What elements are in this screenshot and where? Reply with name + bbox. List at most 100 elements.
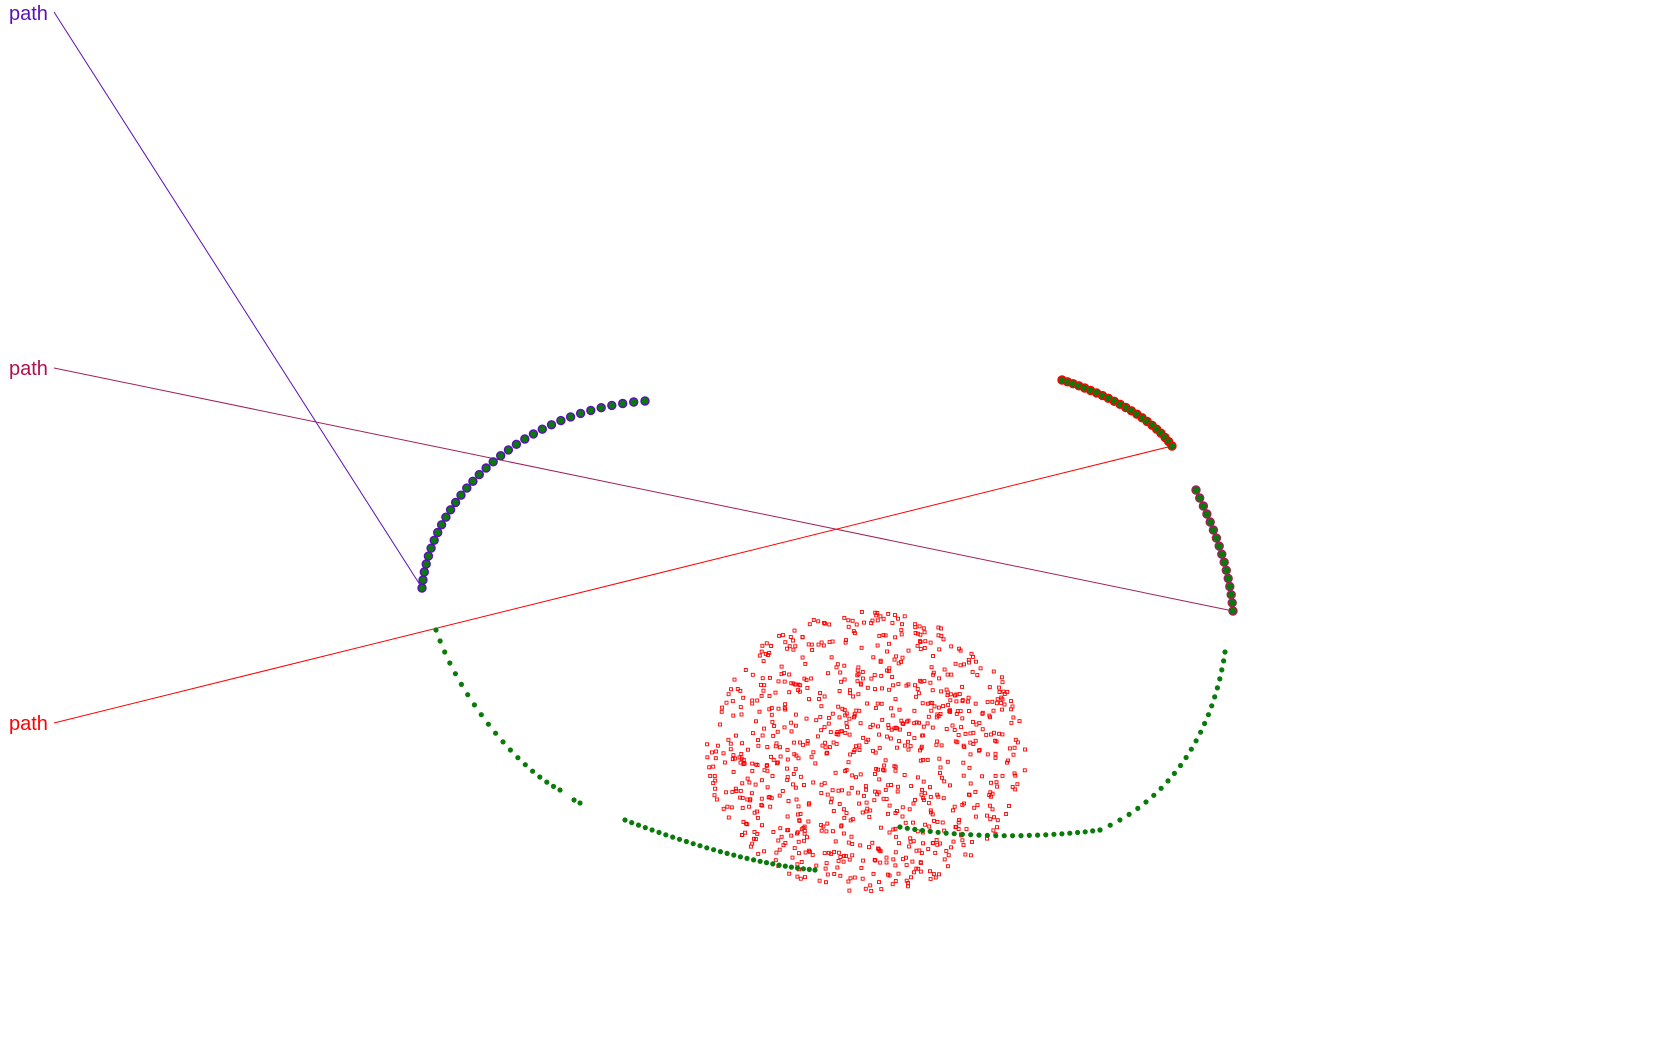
magenta-ring-arc[interactable] bbox=[1191, 485, 1238, 616]
ring-marker[interactable] bbox=[468, 476, 478, 486]
ring-marker[interactable] bbox=[445, 505, 456, 515]
ring-marker[interactable] bbox=[640, 396, 650, 406]
ring-marker[interactable] bbox=[629, 397, 639, 407]
cloud-point bbox=[807, 697, 811, 702]
cloud-point bbox=[795, 874, 800, 879]
ring-marker[interactable] bbox=[450, 497, 461, 508]
cloud-point bbox=[877, 848, 882, 853]
ring-marker[interactable] bbox=[565, 412, 576, 422]
cloud-point bbox=[822, 781, 827, 786]
green-dot bbox=[731, 852, 737, 858]
ring-marker[interactable] bbox=[418, 575, 428, 585]
ring-marker[interactable] bbox=[417, 583, 427, 593]
cloud-point bbox=[977, 748, 982, 752]
ring-marker[interactable] bbox=[511, 439, 522, 449]
ring-marker[interactable] bbox=[1191, 485, 1201, 495]
cloud-point bbox=[882, 763, 887, 768]
cloud-point bbox=[1012, 771, 1017, 776]
ring-marker[interactable] bbox=[528, 429, 539, 439]
purple-ring-arc[interactable] bbox=[417, 396, 650, 593]
ring-marker[interactable] bbox=[433, 527, 443, 538]
ring-marker[interactable] bbox=[1205, 517, 1215, 527]
ring-marker[interactable] bbox=[1223, 573, 1233, 584]
cloud-point bbox=[907, 807, 912, 812]
cloud-point bbox=[848, 818, 853, 823]
ring-marker[interactable] bbox=[1227, 598, 1237, 608]
cloud-point bbox=[927, 824, 932, 829]
ring-marker[interactable] bbox=[496, 451, 506, 461]
red-path-label[interactable]: path bbox=[9, 713, 48, 735]
cloud-point bbox=[795, 812, 800, 817]
cloud-point bbox=[933, 875, 938, 880]
ring-marker[interactable] bbox=[474, 469, 484, 480]
ring-marker[interactable] bbox=[488, 457, 498, 467]
ring-marker[interactable] bbox=[1221, 565, 1232, 575]
ring-marker[interactable] bbox=[481, 463, 491, 473]
ring-marker[interactable] bbox=[1219, 557, 1229, 567]
ring-marker[interactable] bbox=[429, 535, 439, 545]
ring-marker[interactable] bbox=[520, 434, 530, 444]
cloud-point bbox=[912, 708, 917, 713]
green-dot bbox=[571, 797, 577, 803]
ring-marker[interactable] bbox=[426, 543, 436, 553]
cloud-point bbox=[803, 661, 808, 666]
green-dot bbox=[478, 712, 484, 718]
ring-marker[interactable] bbox=[419, 567, 429, 577]
cloud-point bbox=[995, 825, 999, 830]
cloud-point bbox=[860, 876, 865, 881]
magenta-path-label[interactable]: path bbox=[9, 358, 48, 380]
ring-marker[interactable] bbox=[1208, 525, 1219, 535]
cloud-point bbox=[827, 622, 832, 627]
ring-marker[interactable] bbox=[421, 559, 431, 569]
ring-marker[interactable] bbox=[1226, 590, 1236, 600]
ring-marker[interactable] bbox=[1214, 541, 1224, 551]
ring-marker[interactable] bbox=[1217, 549, 1227, 559]
cloud-point bbox=[900, 655, 905, 660]
green-dot bbox=[1051, 831, 1057, 837]
ring-marker[interactable] bbox=[1228, 606, 1238, 616]
ring-marker[interactable] bbox=[441, 512, 451, 522]
red-ring-arc[interactable] bbox=[1057, 375, 1177, 451]
ring-marker[interactable] bbox=[1202, 509, 1212, 519]
ring-marker[interactable] bbox=[556, 415, 566, 426]
ring-marker[interactable] bbox=[436, 520, 447, 530]
ring-marker[interactable] bbox=[1167, 441, 1177, 451]
green-dot bbox=[812, 867, 818, 873]
cloud-point bbox=[847, 732, 852, 737]
ring-marker[interactable] bbox=[537, 424, 547, 434]
ring-marker[interactable] bbox=[607, 400, 617, 411]
ring-marker[interactable] bbox=[1194, 493, 1205, 503]
green-dot bbox=[452, 671, 458, 677]
purple-path-label[interactable]: path bbox=[9, 3, 48, 25]
ring-marker[interactable] bbox=[546, 420, 557, 430]
cloud-point bbox=[962, 662, 966, 667]
cloud-point bbox=[920, 733, 925, 738]
ring-marker[interactable] bbox=[1198, 501, 1209, 511]
ring-marker[interactable] bbox=[596, 403, 606, 413]
cloud-point bbox=[801, 742, 806, 747]
ring-marker[interactable] bbox=[462, 483, 472, 493]
cloud-point bbox=[894, 834, 899, 839]
cloud-point bbox=[956, 733, 961, 737]
ring-marker[interactable] bbox=[1225, 581, 1235, 592]
cloud-point bbox=[791, 638, 796, 643]
cloud-point bbox=[878, 614, 883, 619]
cloud-point bbox=[760, 803, 765, 808]
ring-marker[interactable] bbox=[503, 445, 514, 455]
ring-marker[interactable] bbox=[1211, 533, 1222, 543]
cloud-point bbox=[762, 849, 767, 854]
ring-marker[interactable] bbox=[423, 551, 434, 561]
cloud-point bbox=[731, 770, 736, 774]
cloud-point bbox=[937, 756, 942, 761]
cloud-point bbox=[774, 761, 779, 766]
cloud-point bbox=[973, 701, 978, 706]
cloud-point bbox=[798, 876, 803, 881]
cloud-point bbox=[886, 811, 890, 816]
ring-marker[interactable] bbox=[456, 490, 466, 500]
ring-marker[interactable] bbox=[586, 405, 596, 416]
green-dot bbox=[447, 660, 453, 666]
cloud-point bbox=[823, 740, 828, 745]
ring-marker[interactable] bbox=[618, 398, 628, 409]
ring-marker[interactable] bbox=[575, 408, 586, 419]
